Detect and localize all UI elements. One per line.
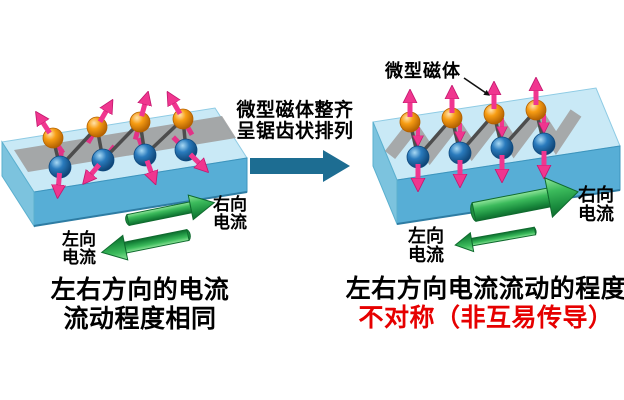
right-panel-caption: 左右方向电流流动的程度 不对称（非互易传导） (340, 275, 624, 333)
label-line: 右向 (213, 195, 247, 214)
label-line: 右向 (578, 185, 614, 205)
magnet-label-pointer-line (463, 77, 490, 96)
transition-label-line2: 呈锯齿状排列 (236, 121, 354, 142)
label-line: 电流 (578, 204, 614, 224)
moment-arrows-ordered (410, 89, 544, 180)
left-panel-left-current-arrow (100, 229, 191, 261)
right-caption-line1: 左右方向电流流动的程度 (345, 275, 624, 303)
right-caption-line2-emphasis: 不对称（非互易传导） (358, 304, 614, 332)
label-line: 电流 (62, 248, 96, 267)
left-panel-right-current-label: 右向 电流 (213, 196, 247, 232)
transition-label: 微型磁体整齐 呈锯齿状排列 (217, 100, 373, 142)
orange-sphere (86, 116, 108, 138)
moment-arrows-disordered (42, 102, 200, 187)
blue-sphere (133, 143, 157, 167)
left-panel-right-current-arrow (125, 194, 216, 226)
right-sample-slab (372, 88, 621, 225)
left-sample-slab (1, 102, 248, 228)
left-panel-left-current-label: 左向 电流 (62, 231, 96, 267)
slab-bottom-edge (33, 191, 248, 227)
label-line: 电流 (213, 213, 247, 232)
left-panel-caption: 左右方向的电流 流动程度相同 (30, 276, 250, 334)
transition-arrow (250, 150, 350, 182)
label-line: 电流 (408, 245, 444, 265)
label-line: 左向 (408, 226, 444, 246)
right-panel-right-current-arrow-large (470, 177, 579, 222)
left-caption-line1: 左右方向的电流 (50, 276, 230, 304)
label-line: 左向 (62, 230, 96, 249)
right-panel-left-current-label: 左向 电流 (408, 227, 444, 265)
left-caption-line2: 流动程度相同 (63, 305, 217, 333)
right-panel-left-current-arrow-small (454, 226, 537, 253)
orange-sphere (172, 108, 194, 130)
right-panel-right-current-label: 右向 电流 (578, 186, 614, 224)
micro-magnet-label: 微型磁体 (385, 61, 461, 81)
orange-sphere (129, 111, 151, 133)
transition-label-line1: 微型磁体整齐 (236, 100, 354, 121)
